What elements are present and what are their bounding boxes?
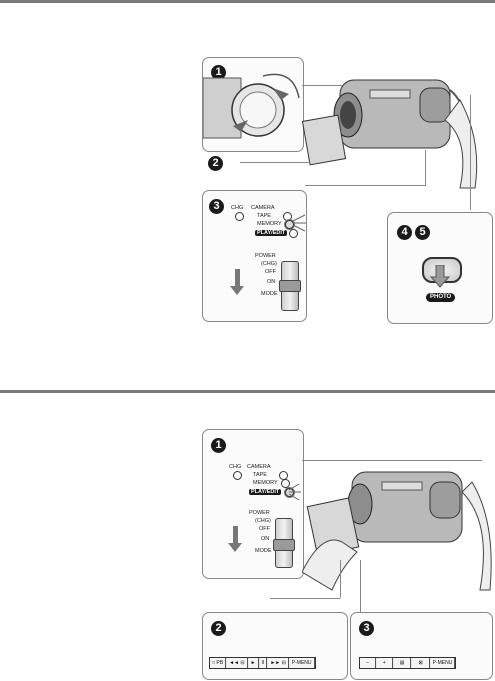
leader-line	[302, 85, 342, 86]
power-switch[interactable]	[279, 261, 301, 311]
glow-lines	[288, 483, 301, 501]
chg-lamp	[233, 471, 242, 480]
power-switch-knob[interactable]	[273, 539, 295, 551]
index-touch-bar: – + ▤ ⊠ P-MENU	[359, 657, 457, 669]
p-menu-button[interactable]: P-MENU	[430, 658, 456, 668]
on-label: ON	[261, 536, 270, 542]
leader-line	[470, 95, 471, 210]
leader-line	[360, 560, 361, 612]
chg-switch-label: (CHG)	[255, 518, 271, 524]
play-button[interactable]: ►	[248, 658, 259, 668]
fast-forward-button[interactable]: ►► ⊟	[268, 658, 289, 668]
power-switch[interactable]	[273, 518, 295, 568]
step-2-badge: 2	[208, 156, 223, 171]
step-3-badge-bottom: 3	[359, 621, 374, 636]
pb-button[interactable]: □ PB	[210, 658, 227, 668]
leader-line	[305, 185, 425, 186]
chg-lamp-label: CHG	[229, 464, 242, 470]
pause-button[interactable]: II	[259, 658, 268, 668]
camera-label: CAMERA	[251, 205, 275, 211]
lens-cap-panel: 1	[202, 57, 304, 152]
step-1-badge: 1	[211, 65, 226, 80]
step-5-badge: 5	[415, 225, 430, 240]
minus-button[interactable]: –	[360, 658, 376, 668]
memory-lamp	[281, 479, 290, 488]
photo-button-label: PHOTO	[426, 293, 456, 302]
step-4-badge: 4	[397, 225, 412, 240]
top-divider	[0, 0, 495, 3]
step-3-badge: 3	[209, 199, 224, 214]
playback-touch-bar: □ PB ◄◄ ⊟ ► II ►► ⊟ P-MENU	[209, 657, 316, 669]
glow-lines	[292, 214, 306, 232]
off-label: OFF	[259, 526, 270, 532]
plus-button[interactable]: +	[376, 658, 393, 668]
photo-button-panel: 4 5 PHOTO	[387, 212, 493, 324]
camcorder-illustration-top	[301, 79, 478, 189]
mode-label: MODE	[255, 548, 272, 554]
chg-switch-label: (CHG)	[261, 261, 277, 267]
tape-label: TAPE	[253, 472, 267, 478]
down-arrow-icon	[230, 269, 244, 295]
memory-lamp	[285, 220, 294, 229]
press-arrow-icon	[430, 265, 450, 288]
memory-label: MEMORY	[253, 480, 278, 486]
camera-label: CAMERA	[247, 464, 271, 470]
power-switch-panel-bottom: 1 CHG CAMERA TAPE MEMORY PLAY/EDIT POWER…	[202, 429, 304, 579]
lens-cap-illustration	[203, 73, 300, 139]
play-edit-label: PLAY/EDIT	[255, 230, 288, 236]
memory-label: MEMORY	[257, 221, 282, 227]
camcorder-illustration-bottom	[302, 471, 492, 591]
on-label: ON	[267, 279, 276, 285]
rewind-button[interactable]: ◄◄ ⊟	[227, 658, 248, 668]
index-controls-panel: 3 – + ▤ ⊠ P-MENU	[350, 612, 493, 680]
leader-line	[240, 162, 310, 163]
delete-button[interactable]: ⊠	[412, 658, 430, 668]
leader-line	[270, 598, 340, 599]
p-menu-button[interactable]: P-MENU	[289, 658, 315, 668]
index-button[interactable]: ▤	[393, 658, 412, 668]
power-switch-panel: 3 CHG CAMERA TAPE MEMORY PLAY/EDIT POWER…	[202, 190, 307, 322]
mode-label: MODE	[261, 291, 278, 297]
middle-divider	[0, 390, 495, 393]
off-label: OFF	[265, 269, 276, 275]
power-switch-knob[interactable]	[279, 280, 301, 292]
leader-line	[302, 460, 482, 461]
playback-controls-panel: 2 □ PB ◄◄ ⊟ ► II ►► ⊟ P-MENU	[202, 612, 348, 680]
chg-lamp-label: CHG	[231, 205, 244, 211]
leader-line	[425, 150, 426, 186]
power-label: POWER	[255, 253, 276, 259]
chg-lamp	[235, 212, 244, 221]
step-1-badge-bottom: 1	[211, 438, 226, 453]
play-edit-lamp	[289, 229, 298, 238]
tape-label: TAPE	[257, 213, 271, 219]
leader-line	[340, 560, 341, 598]
power-label: POWER	[249, 510, 270, 516]
down-arrow-icon	[228, 526, 242, 552]
step-2-badge-bottom: 2	[211, 621, 226, 636]
play-edit-label: PLAY/EDIT	[249, 489, 282, 495]
